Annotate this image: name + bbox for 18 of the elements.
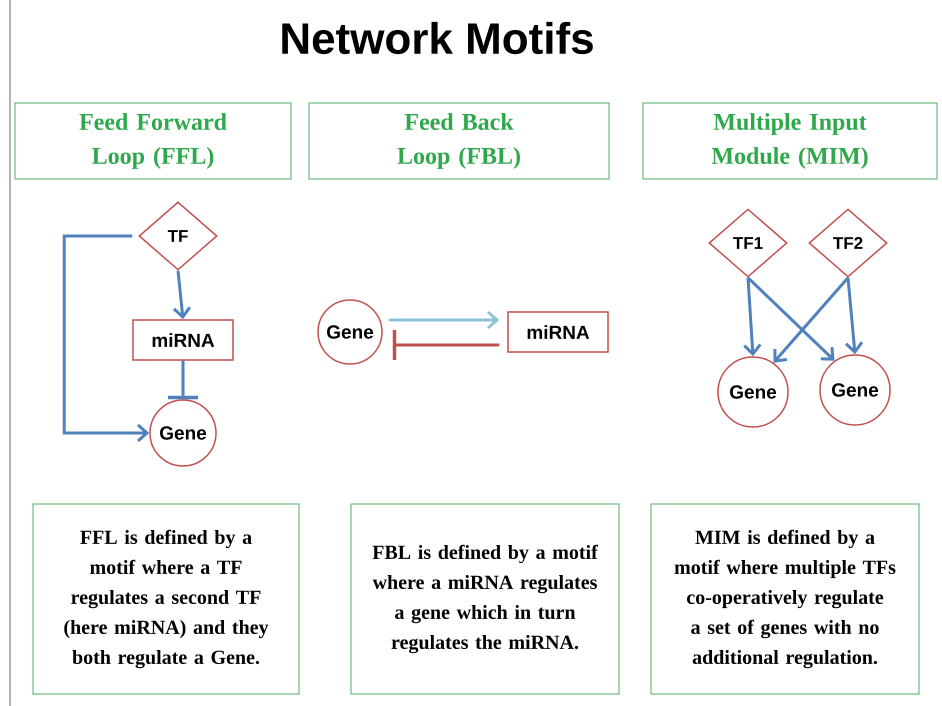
arrow bbox=[62, 234, 150, 442]
arrow bbox=[168, 360, 198, 400]
arrow bbox=[392, 330, 500, 360]
process-box: miRNA bbox=[132, 319, 234, 361]
arrow bbox=[172, 270, 192, 320]
description-box: FFL is defined by a motif where a TF regulates a second TF (here miRNA) and they both regulate a Gene. bbox=[32, 504, 300, 694]
heading-box: Feed Back Loop (FBL) bbox=[308, 102, 610, 180]
process-box: miRNA bbox=[507, 311, 609, 353]
arrow bbox=[773, 276, 850, 363]
description-box: MIM is defined by a motif where multiple TFs co-operatively regulate a set of genes with no additional regulation. bbox=[650, 504, 920, 694]
arrow bbox=[388, 310, 500, 330]
title: Network Motifs bbox=[282, 22, 593, 54]
arrow bbox=[743, 278, 762, 356]
heading-box: Feed Forward Loop (FFL) bbox=[14, 102, 292, 180]
arrow bbox=[746, 276, 834, 361]
arrow bbox=[844, 278, 864, 354]
description-box: FBL is defined by a motif where a miRNA regulates a gene which in turn regulates the miRNA. bbox=[350, 504, 620, 694]
heading-box: Multiple Input Module (MIM) bbox=[642, 102, 938, 180]
